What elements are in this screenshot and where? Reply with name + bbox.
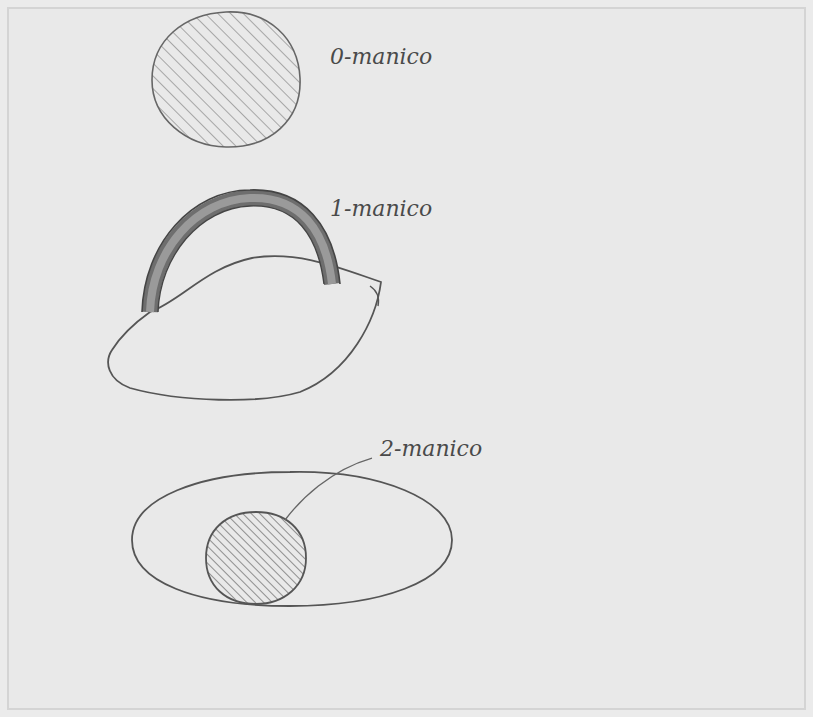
surface-two-handles — [132, 458, 452, 606]
figure-label: 2-manico — [380, 436, 482, 462]
figure-label: 1-manico — [330, 196, 432, 222]
leader-line — [285, 458, 372, 520]
handle-one-shape — [108, 190, 381, 400]
paper-sheet — [8, 8, 805, 709]
disk-zero-handles — [152, 12, 300, 147]
figure-label: 0-manico — [330, 44, 432, 70]
